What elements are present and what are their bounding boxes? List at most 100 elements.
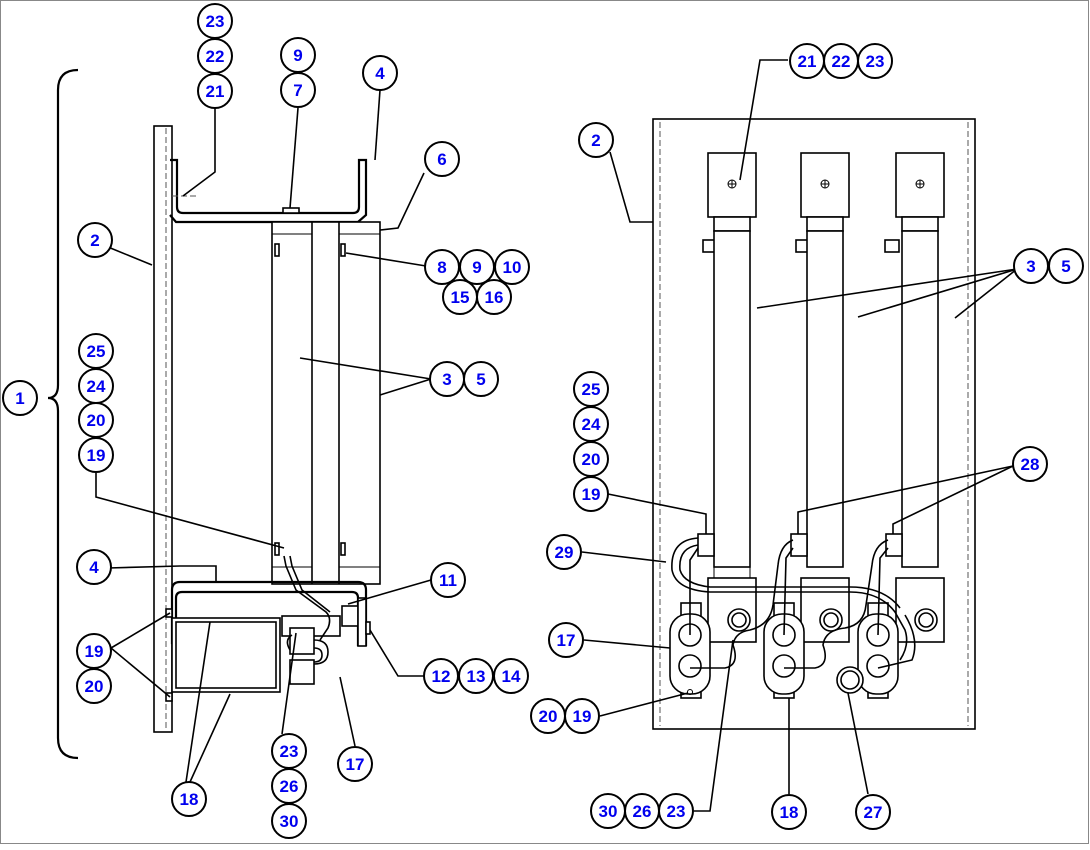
callout-l-9a: 9 [280, 37, 316, 73]
callout-r-19b: 19 [564, 698, 600, 734]
callout-r-30: 30 [590, 793, 626, 829]
callout-r-20a: 20 [573, 441, 609, 477]
callout-label: 29 [555, 543, 574, 562]
callout-label: 21 [798, 52, 817, 71]
right-view [581, 59, 1018, 812]
callout-l-19a: 19 [78, 437, 114, 473]
adjuster [341, 605, 359, 627]
callout-l-23a: 23 [197, 3, 233, 39]
connector-block [289, 659, 315, 685]
callout-l-20a: 20 [78, 402, 114, 438]
callout-label: 24 [87, 377, 106, 396]
callout-label: 22 [832, 52, 851, 71]
fuse-holder-body [271, 221, 381, 585]
callout-label: 20 [582, 450, 601, 469]
callout-label: 4 [89, 558, 99, 577]
callout-label: 8 [437, 258, 446, 277]
callout-l-2: 2 [77, 222, 113, 258]
callout-circle [280, 72, 316, 108]
callout-label: 23 [206, 12, 225, 31]
callout-circle [271, 803, 307, 839]
callout-r-28: 28 [1012, 446, 1048, 482]
callout-circle [463, 361, 499, 397]
terminal-slot [274, 542, 280, 556]
callout-label: 23 [866, 52, 885, 71]
callout-circle [578, 122, 614, 158]
terminal-slot [340, 243, 346, 257]
callout-circle [855, 794, 891, 830]
callout-l-3: 3 [429, 361, 465, 397]
callout-circle [493, 658, 529, 694]
terminal-slot [340, 542, 346, 556]
callout-label: 20 [87, 411, 106, 430]
callout-l-4b: 4 [76, 549, 112, 585]
callout-label: 24 [582, 415, 601, 434]
callout-label: 16 [485, 288, 504, 307]
callout-label: 3 [1026, 257, 1035, 276]
screw-head [365, 621, 371, 635]
callout-circle [424, 141, 460, 177]
callout-l-22a: 22 [197, 38, 233, 74]
callout-label: 6 [437, 150, 446, 169]
callout-circle [2, 380, 38, 416]
callout-label: 2 [591, 131, 600, 150]
callout-l-15: 15 [442, 279, 478, 315]
callout-circle [77, 222, 113, 258]
callout-label: 19 [87, 446, 106, 465]
callout-circle [362, 55, 398, 91]
callout-circle [494, 249, 530, 285]
callout-label: 18 [780, 803, 799, 822]
callout-label: 26 [280, 777, 299, 796]
callout-label: 20 [539, 707, 558, 726]
callout-label: 28 [1021, 455, 1040, 474]
callout-label: 30 [599, 802, 618, 821]
callout-label: 21 [206, 82, 225, 101]
callout-circle [76, 668, 112, 704]
callout-label: 9 [293, 46, 302, 65]
callout-circle [476, 279, 512, 315]
fuse-holder-2 [795, 152, 850, 643]
top-bracket [169, 158, 368, 224]
callout-l-14: 14 [493, 658, 529, 694]
callout-l-23b: 23 [271, 733, 307, 769]
callout-label: 11 [439, 571, 457, 590]
callout-r-27: 27 [855, 794, 891, 830]
callout-circle [658, 793, 694, 829]
callout-l-8: 8 [424, 249, 460, 285]
callout-l-5: 5 [463, 361, 499, 397]
callout-circle [430, 562, 466, 598]
relay-inner [175, 621, 277, 689]
callout-circle [548, 622, 584, 658]
callout-l-26: 26 [271, 768, 307, 804]
assembly-brace [47, 68, 79, 760]
callout-circle [546, 534, 582, 570]
callout-l-30: 30 [271, 803, 307, 839]
terminal-block-2 [763, 602, 805, 699]
callout-label: 30 [280, 812, 299, 831]
callout-circle [573, 476, 609, 512]
callout-l-6: 6 [424, 141, 460, 177]
callout-circle [76, 549, 112, 585]
callout-circle [857, 43, 893, 79]
callout-label: 1 [15, 389, 24, 408]
callout-label: 15 [451, 288, 470, 307]
terminal-tab [697, 533, 715, 557]
callout-r-17: 17 [548, 622, 584, 658]
callout-label: 12 [432, 667, 451, 686]
callout-label: 25 [582, 380, 601, 399]
callout-circle [171, 781, 207, 817]
mounting-plate [153, 125, 173, 733]
terminal-tab [885, 533, 903, 557]
callout-l-17: 17 [337, 746, 373, 782]
adjuster-plate [357, 597, 367, 647]
callout-r-19a: 19 [573, 476, 609, 512]
callout-label: 23 [667, 802, 686, 821]
callout-l-11: 11 [430, 562, 466, 598]
callout-circle [1012, 446, 1048, 482]
callout-label: 9 [472, 258, 481, 277]
terminal-tab [790, 533, 808, 557]
callout-r-22: 22 [823, 43, 859, 79]
callout-l-1: 1 [2, 380, 38, 416]
